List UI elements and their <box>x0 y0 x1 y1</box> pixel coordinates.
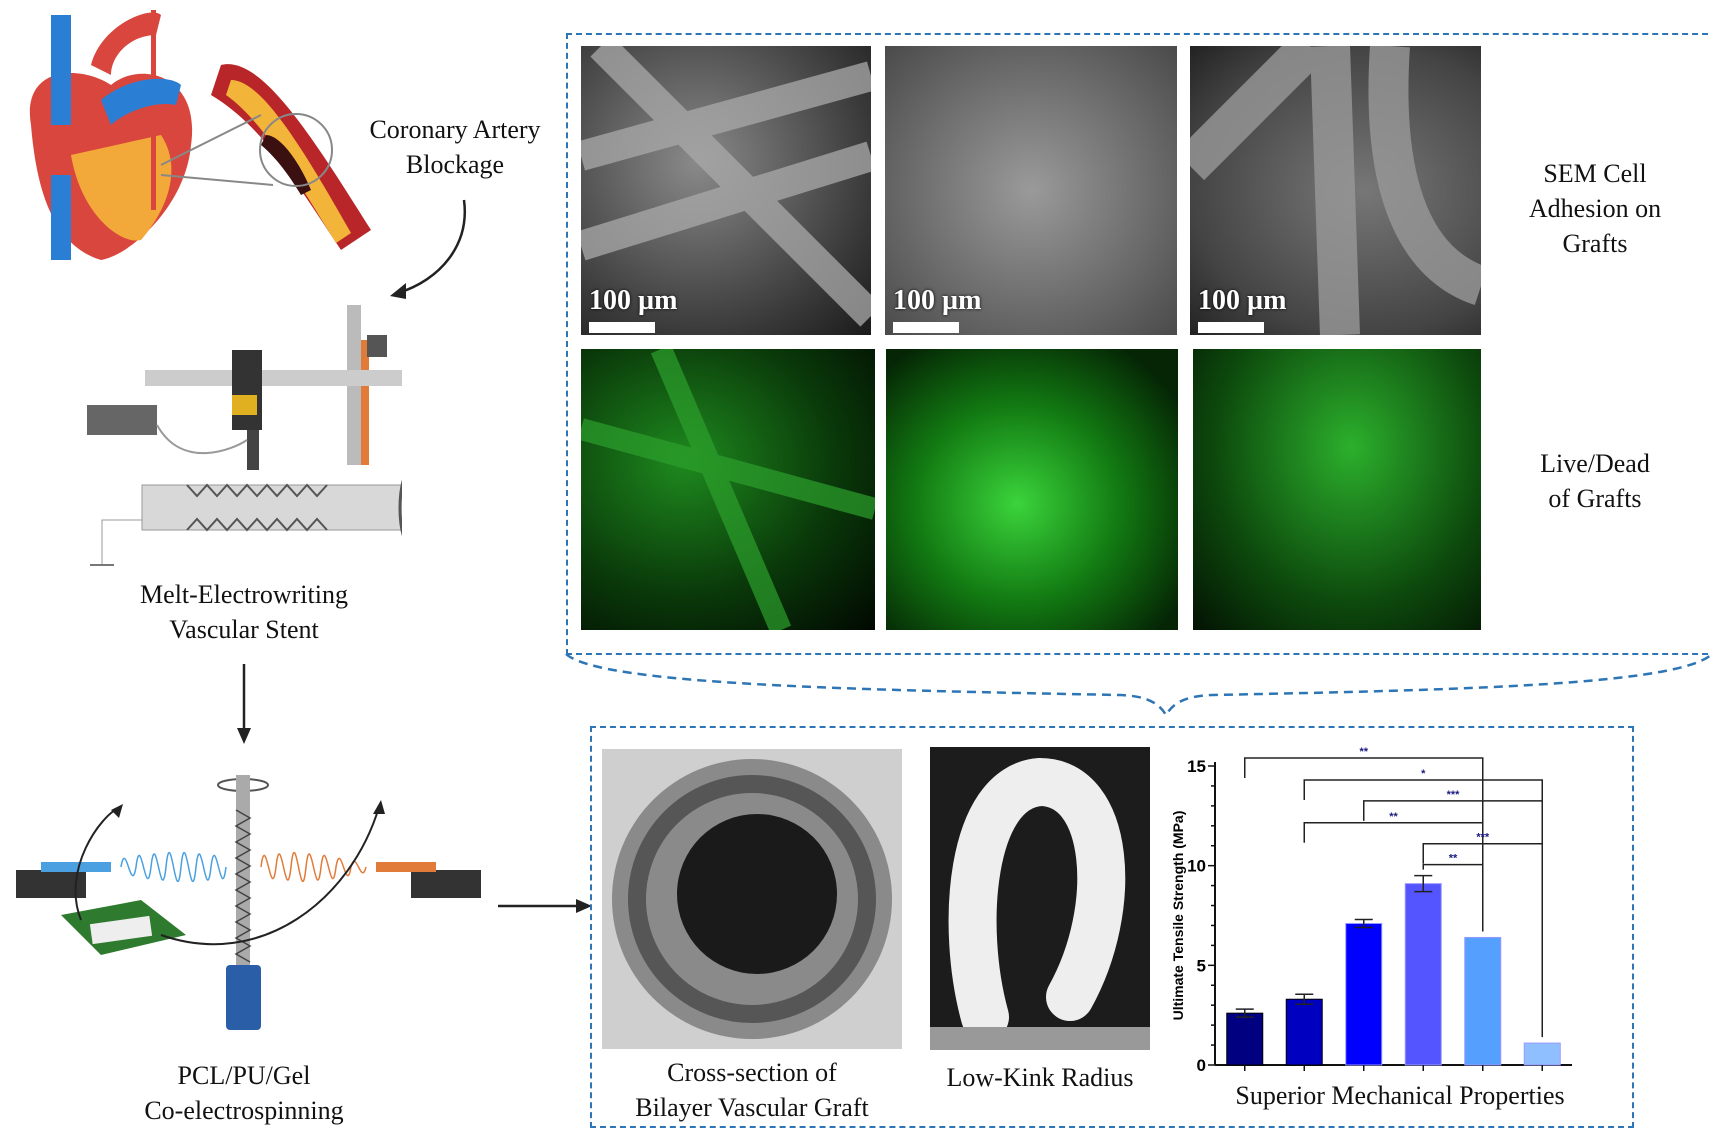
scale-bar <box>893 322 959 333</box>
label-line: Blockage <box>405 150 505 179</box>
fiber-texture <box>1190 46 1481 335</box>
curly-brace-connector <box>565 653 1712 718</box>
cell-adhesion-panel <box>566 33 1712 655</box>
low-kink-image <box>930 747 1150 1050</box>
label-line: Vascular Stent <box>169 615 319 644</box>
significance-bracket <box>1244 757 1484 932</box>
coronary-blockage-label: Coronary Artery Blockage <box>340 112 570 182</box>
bar <box>1404 883 1442 1066</box>
scale-bar-label: 100 µm <box>893 285 982 316</box>
fiber-texture <box>581 349 875 630</box>
scale-bar <box>1198 322 1264 333</box>
scale-bar-label: 100 µm <box>1198 285 1287 316</box>
kinked-graft <box>930 757 1150 1050</box>
significance-label: ** <box>1449 853 1458 865</box>
error-bar <box>1354 918 1373 929</box>
label-line: SEM Cell <box>1543 159 1647 188</box>
label-line: Co-electrospinning <box>144 1096 344 1125</box>
heart-artery-illustration <box>29 10 371 260</box>
label-line: of Grafts <box>1548 484 1642 513</box>
cross-section-ring <box>612 759 892 1039</box>
melt-electrowriting-device-illustration <box>87 305 402 566</box>
mechanical-caption: Superior Mechanical Properties <box>1235 1081 1565 1110</box>
y-tick-label: 10 <box>1187 857 1206 876</box>
significance-bracket <box>1422 863 1484 932</box>
mew-label: Melt-Electrowriting Vascular Stent <box>104 577 384 647</box>
bar <box>1523 1042 1561 1066</box>
y-axis-label: Ultimate Tensile Strength (MPa) <box>1170 811 1186 1021</box>
label-line: Live/Dead <box>1540 449 1650 478</box>
significance-bracket <box>1422 842 1543 1038</box>
bar <box>1285 998 1323 1066</box>
live-dead-image-3 <box>1193 349 1481 630</box>
label-line: Bilayer Vascular Graft <box>635 1093 869 1122</box>
live-dead-label: Live/Dead of Grafts <box>1500 446 1690 516</box>
curved-arrow-icon <box>390 199 467 299</box>
cross-section-image <box>602 749 902 1049</box>
error-bar <box>1295 993 1314 1005</box>
sem-image-2: 100 µm <box>885 46 1177 335</box>
sem-cell-adhesion-label: SEM Cell Adhesion on Grafts <box>1500 156 1690 261</box>
significance-label: * <box>1421 768 1426 780</box>
down-arrow-icon <box>237 664 251 744</box>
significance-bracket <box>1303 822 1484 932</box>
significance-label: *** <box>1476 832 1490 844</box>
significance-label: ** <box>1389 811 1398 823</box>
significance-label: *** <box>1447 789 1461 801</box>
error-bar <box>1235 1008 1254 1018</box>
label-line: Adhesion on <box>1528 194 1662 223</box>
bar <box>1226 1012 1264 1066</box>
graft-properties-panel <box>590 726 1634 1128</box>
live-dead-image-1 <box>581 349 875 630</box>
live-dead-image-2 <box>886 349 1178 630</box>
cross-section-caption: Cross-section of Bilayer Vascular Graft <box>602 1055 902 1125</box>
electrospinning-label: PCL/PU/Gel Co-electrospinning <box>94 1058 394 1128</box>
label-line: Melt-Electrowriting <box>140 580 348 609</box>
error-bar <box>1414 874 1433 893</box>
label-line: Grafts <box>1562 229 1628 258</box>
y-tick-label: 5 <box>1197 956 1206 975</box>
right-arrow-icon <box>498 899 592 913</box>
significance-bracket <box>1363 800 1543 1001</box>
bar <box>1464 936 1502 1066</box>
significance-label: ** <box>1359 746 1368 758</box>
label-line: Cross-section of <box>667 1058 837 1087</box>
sem-image-1: 100 µm <box>581 46 871 335</box>
y-tick-label: 0 <box>1197 1056 1206 1075</box>
co-electrospinning-setup-illustration <box>16 775 481 1030</box>
y-tick-label: 15 <box>1187 757 1206 776</box>
low-kink-caption: Low-Kink Radius <box>946 1063 1134 1092</box>
label-line: PCL/PU/Gel <box>177 1061 311 1090</box>
label-line: Coronary Artery <box>369 115 541 144</box>
scale-bar-label: 100 µm <box>589 285 678 316</box>
fiber-texture <box>581 46 871 327</box>
bar <box>1345 922 1383 1066</box>
sem-image-3: 100 µm <box>1190 46 1481 335</box>
scale-bar <box>589 322 655 333</box>
